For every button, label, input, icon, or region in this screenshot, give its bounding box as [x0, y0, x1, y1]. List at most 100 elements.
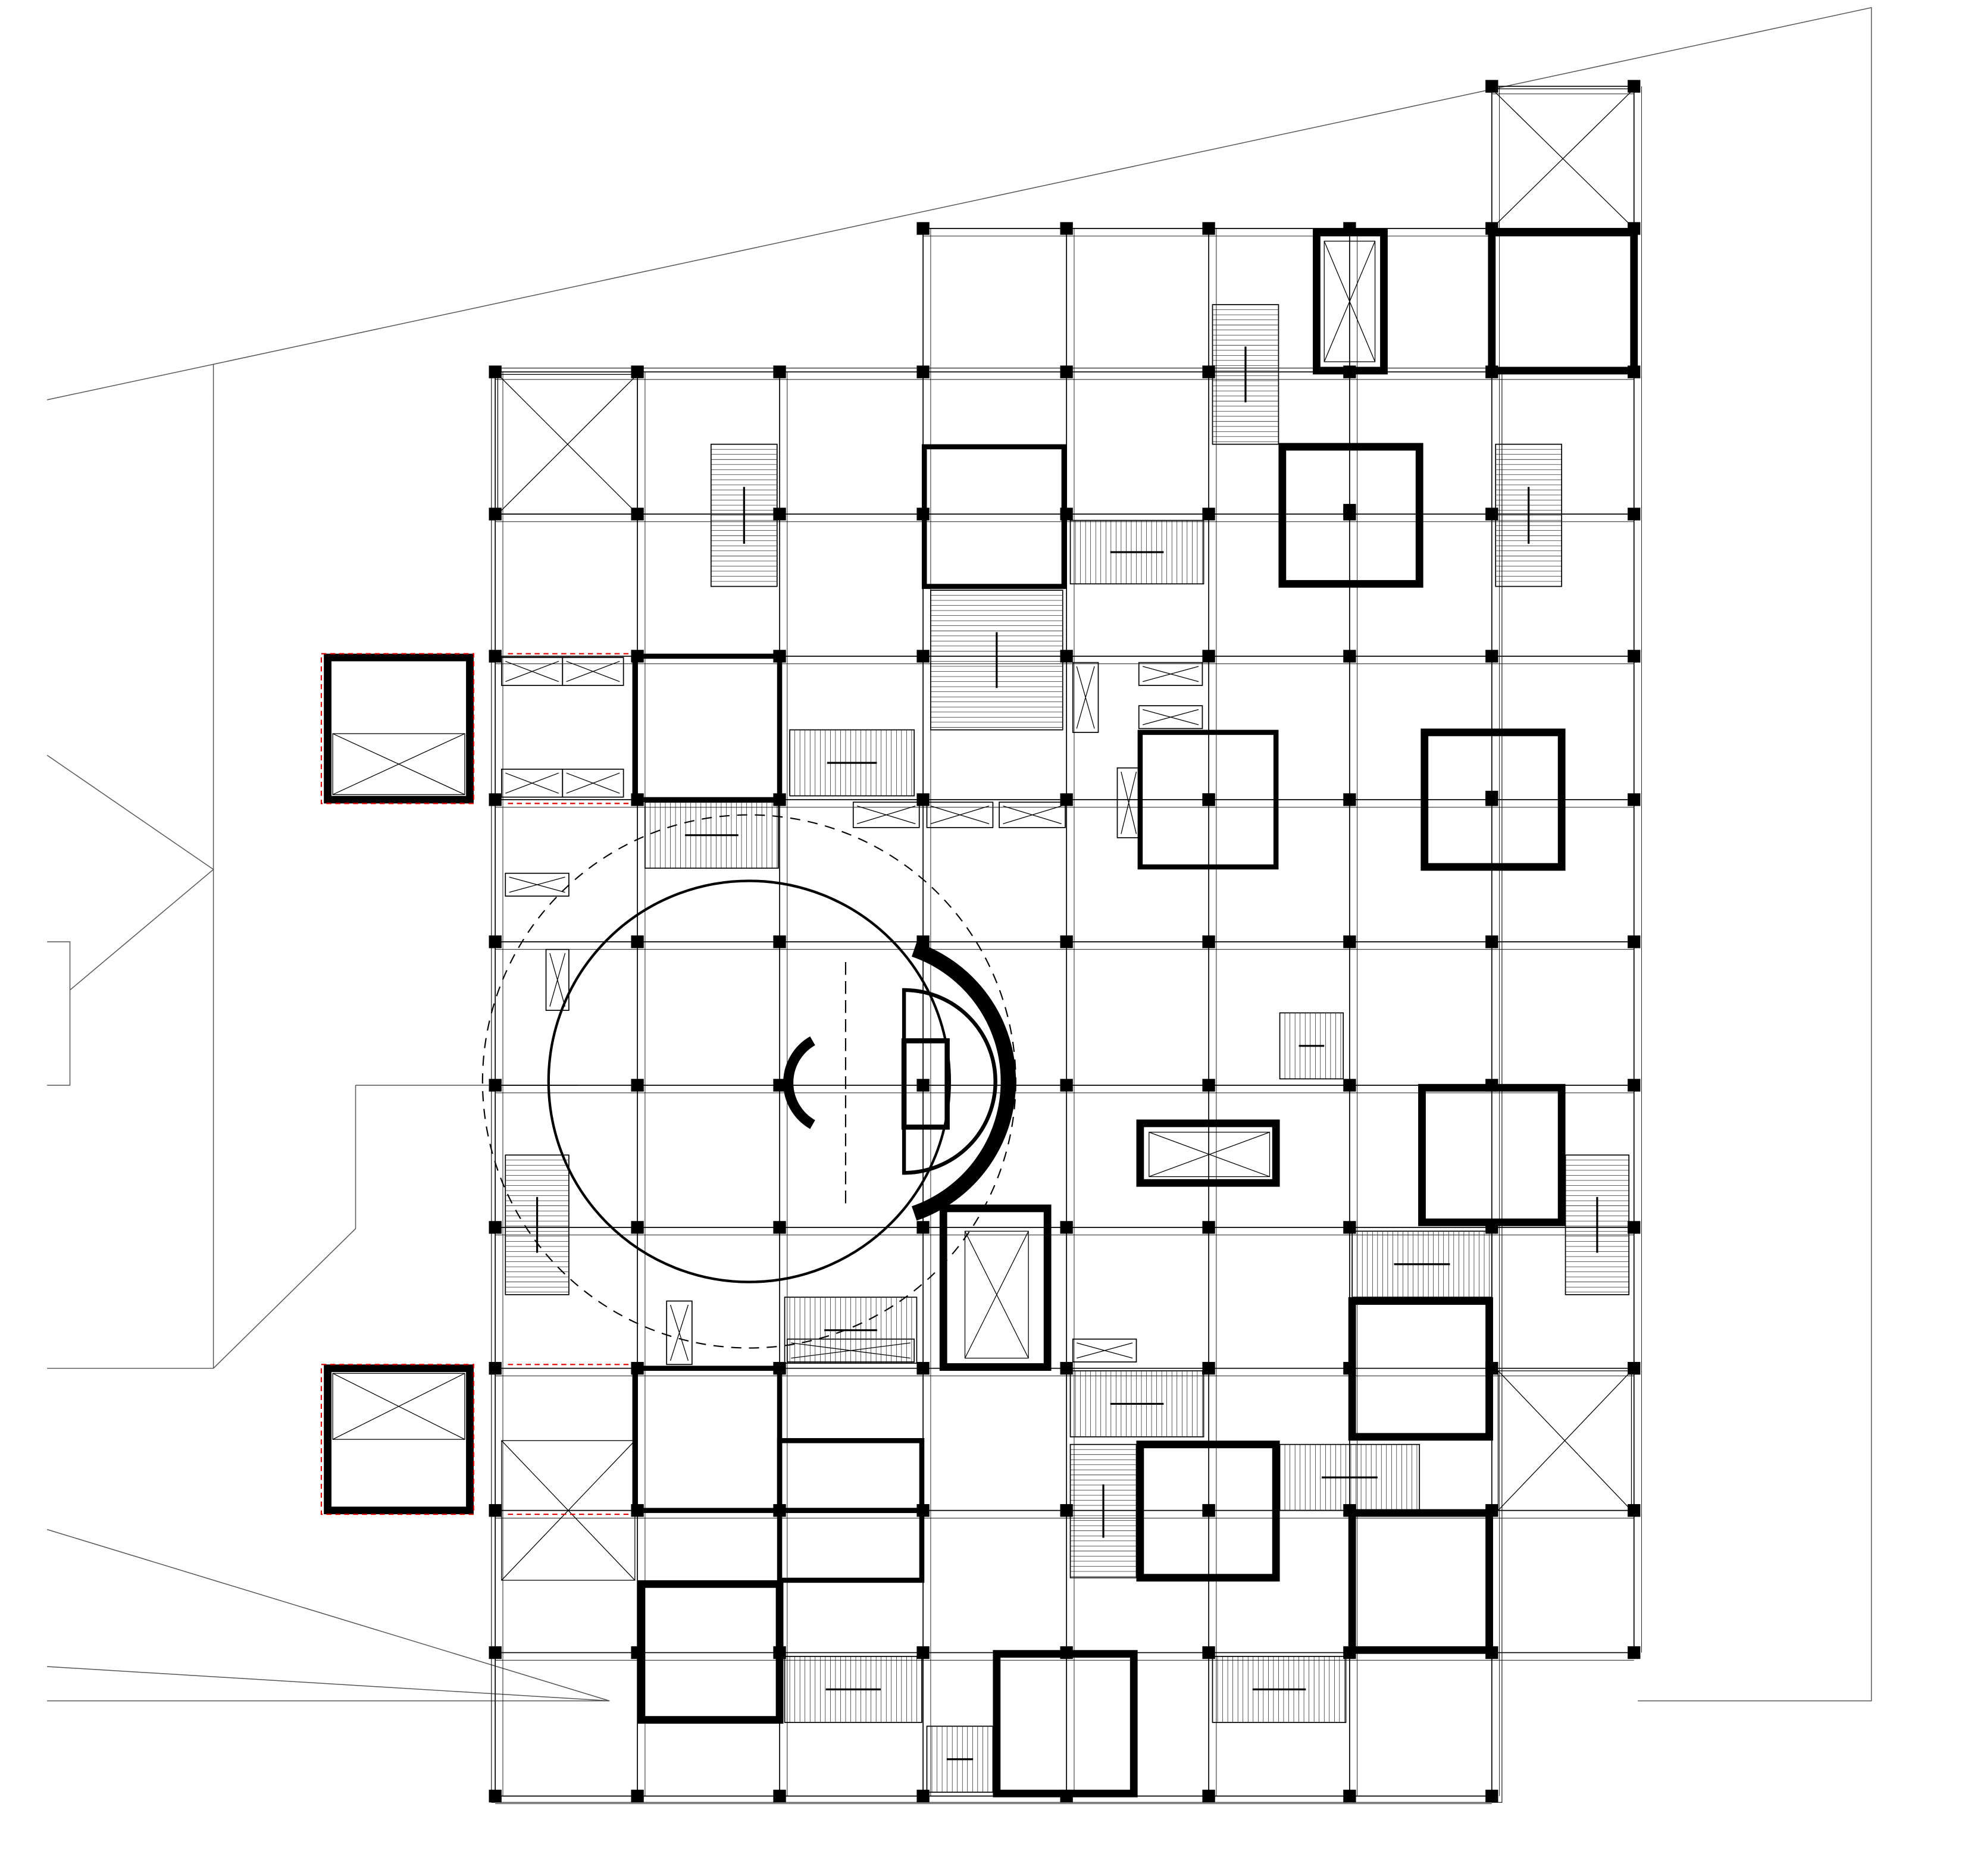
column	[489, 1504, 502, 1517]
stairs	[505, 304, 1630, 1793]
entry-markers	[320, 653, 629, 1515]
planter	[852, 801, 920, 828]
column	[916, 650, 930, 663]
column	[1485, 1789, 1498, 1803]
column	[489, 1362, 502, 1375]
column	[631, 1362, 644, 1375]
column	[1628, 1362, 1641, 1375]
column	[631, 1221, 644, 1234]
stair	[505, 1154, 570, 1295]
column	[1060, 650, 1073, 663]
column	[916, 1079, 930, 1092]
core-column	[1485, 791, 1498, 804]
column	[1202, 365, 1215, 378]
column	[1060, 1362, 1073, 1375]
column	[1060, 365, 1073, 378]
column	[1202, 650, 1215, 663]
core-wall	[324, 653, 474, 804]
column	[631, 793, 644, 806]
plant-icon	[1121, 771, 1137, 834]
void-cross	[1491, 88, 1635, 229]
void	[1324, 240, 1376, 362]
column	[489, 1221, 502, 1234]
column	[1628, 1504, 1641, 1517]
column	[631, 1504, 644, 1517]
column	[631, 650, 644, 663]
planter	[1116, 767, 1141, 838]
planter	[545, 948, 570, 1011]
column	[1060, 1789, 1073, 1803]
column	[1343, 1079, 1356, 1092]
column	[1485, 1646, 1498, 1659]
stair	[1069, 519, 1204, 585]
column	[773, 1221, 786, 1234]
column	[1485, 1079, 1498, 1092]
plant-icon	[566, 660, 620, 682]
stair	[1351, 1230, 1493, 1298]
planter	[1138, 662, 1203, 686]
circular-hall	[481, 814, 1016, 1349]
void-cross	[1324, 241, 1376, 362]
plant-icon	[1142, 666, 1199, 682]
column	[916, 935, 930, 948]
core-wall	[939, 1204, 1052, 1371]
column	[1343, 1504, 1356, 1517]
column	[916, 1789, 930, 1803]
void	[332, 1373, 465, 1440]
column	[1628, 1079, 1641, 1092]
column	[773, 935, 786, 948]
core-column	[1202, 793, 1215, 806]
column	[773, 1646, 786, 1659]
column	[1485, 1362, 1498, 1375]
apartment-unit	[632, 653, 783, 803]
column	[1485, 1504, 1498, 1517]
column	[773, 793, 786, 806]
stair	[1279, 1012, 1344, 1080]
curved-sofa	[783, 1036, 815, 1129]
void	[1497, 1370, 1632, 1511]
spiral-core	[902, 988, 997, 1175]
column	[1202, 1646, 1215, 1659]
column	[1202, 222, 1215, 235]
planter	[926, 801, 994, 828]
core-column	[1202, 1504, 1215, 1517]
apartment-unit	[777, 1508, 925, 1583]
plant-icon	[1077, 1342, 1133, 1359]
planter	[1072, 662, 1099, 733]
column	[1628, 650, 1641, 663]
void-cross	[964, 1231, 1029, 1358]
void-cross	[497, 374, 638, 515]
plant-icon	[549, 953, 566, 1007]
column	[1628, 365, 1641, 378]
plant-icon	[669, 1304, 689, 1361]
column	[1628, 935, 1641, 948]
void	[497, 374, 638, 515]
core-wall	[1278, 443, 1423, 588]
planter	[562, 768, 624, 798]
plant-icon	[505, 660, 559, 682]
column	[773, 1504, 786, 1517]
column	[631, 935, 644, 948]
column	[1060, 1646, 1073, 1659]
lift-pair	[901, 1038, 950, 1130]
plant-icon	[856, 806, 916, 825]
column	[916, 1362, 930, 1375]
column	[916, 222, 930, 235]
column	[773, 650, 786, 663]
void-crosses	[332, 88, 1635, 1581]
column	[773, 365, 786, 378]
void	[964, 1230, 1029, 1359]
column	[916, 508, 930, 521]
column	[631, 1079, 644, 1092]
planter	[999, 801, 1066, 828]
void-cross	[501, 1440, 636, 1581]
column	[1202, 508, 1215, 521]
column	[1343, 1221, 1356, 1234]
void	[1149, 1132, 1271, 1177]
column	[773, 1789, 786, 1803]
planter	[666, 1300, 693, 1365]
column	[1060, 935, 1073, 948]
column	[1343, 222, 1356, 235]
column	[1485, 222, 1498, 235]
column	[1060, 508, 1073, 521]
